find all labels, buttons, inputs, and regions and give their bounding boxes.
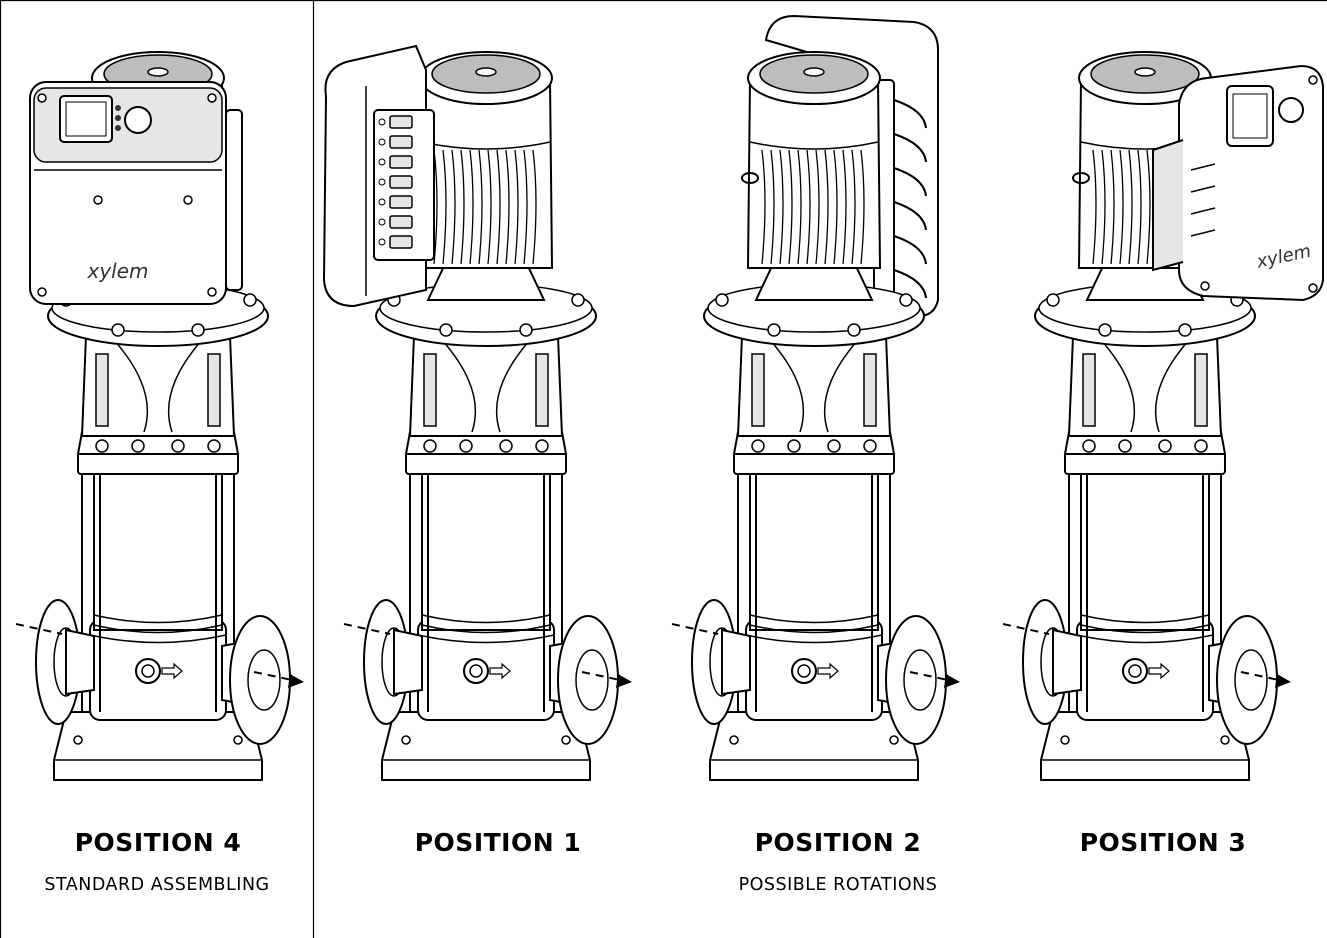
control-box-icon: xylem (1152, 64, 1324, 302)
panel-subtitle-possible-rotations: POSSIBLE ROTATIONS (738, 875, 938, 895)
panel-title-position-4: POSITION 4 (74, 828, 242, 857)
panel-subtitle-standard-assembling: STANDARD ASSEMBLING (44, 875, 270, 895)
pump-icon-position-1 (322, 44, 632, 781)
control-box-icon (322, 44, 435, 308)
panel-title-position-1: POSITION 1 (414, 828, 582, 857)
panel-title-position-3: POSITION 3 (1079, 828, 1247, 857)
flow-arrow-icon (343, 623, 632, 688)
svg-text:xylem: xylem (86, 259, 148, 283)
control-box-icon: xylem (29, 81, 243, 305)
flow-arrow-icon (671, 623, 960, 688)
flow-arrow-icon (15, 623, 304, 688)
panel-title-position-2: POSITION 2 (754, 828, 922, 857)
flow-arrow-icon (1002, 623, 1291, 688)
pump-icon-position-4: xylem (15, 51, 304, 781)
pump-icon-position-2 (671, 14, 960, 781)
pump-icon-position-3: xylem (1002, 51, 1324, 781)
